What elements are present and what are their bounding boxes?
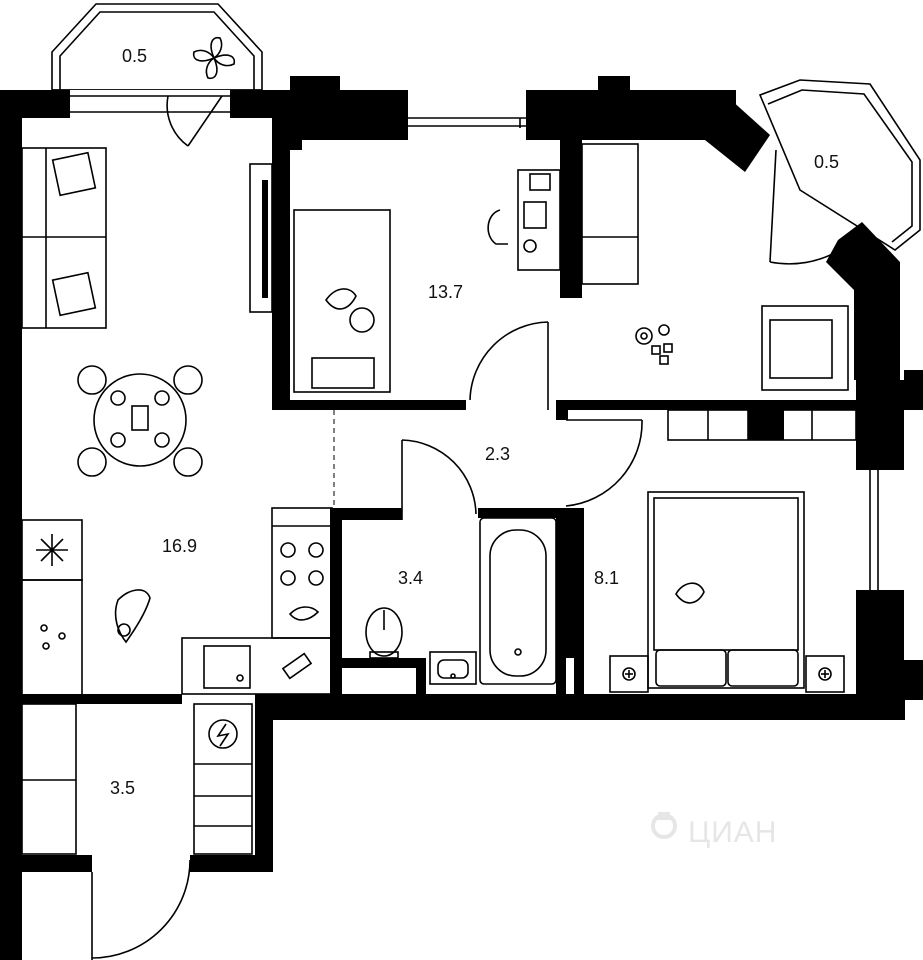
sink-counter-icon [181, 637, 333, 695]
bedroom-area: 8.1 [594, 568, 619, 588]
electrical-panel-icon [193, 703, 253, 855]
balcony-left-area: 0.5 [122, 46, 147, 66]
watermark-text: ЦИАН [688, 816, 777, 849]
stove-icon [271, 507, 333, 639]
toilet-icon [365, 607, 403, 659]
bedroom-child-area: 13.7 [428, 282, 463, 302]
watermark-logo-icon [651, 812, 677, 839]
walls [0, 76, 923, 960]
hallway-area: 3.5 [110, 778, 135, 798]
desk-icon [487, 169, 561, 271]
toys-icon [635, 324, 673, 365]
bathroom-area: 3.4 [398, 568, 423, 588]
bathtub-icon [479, 517, 557, 685]
wardrobe-icon [581, 143, 639, 285]
tv-stand-icon [249, 163, 273, 313]
balcony-right-area: 0.5 [814, 152, 839, 172]
plant-icon [192, 36, 236, 80]
kitchen-living-area: 16.9 [162, 536, 197, 556]
doors [80, 95, 841, 960]
nightstand-left-icon [609, 655, 649, 693]
armchair-icon [761, 305, 849, 391]
washbasin-icon [429, 651, 477, 685]
watermark: ЦИАН [651, 812, 777, 849]
fridge-icon [21, 519, 83, 581]
dining-table-icon [77, 365, 203, 477]
balcony-right [758, 79, 921, 251]
sofa-icon [21, 147, 107, 329]
balcony-left [51, 3, 263, 91]
nightstand-right-icon [805, 655, 845, 693]
hallway-closet-icon [21, 703, 77, 855]
dog-toy-icon [114, 589, 151, 644]
double-bed-icon [647, 491, 805, 689]
child-bed-icon [293, 209, 391, 393]
corridor-area: 2.3 [485, 444, 510, 464]
kitchen-counter-icon [21, 579, 83, 699]
shelf-icon [667, 409, 857, 441]
